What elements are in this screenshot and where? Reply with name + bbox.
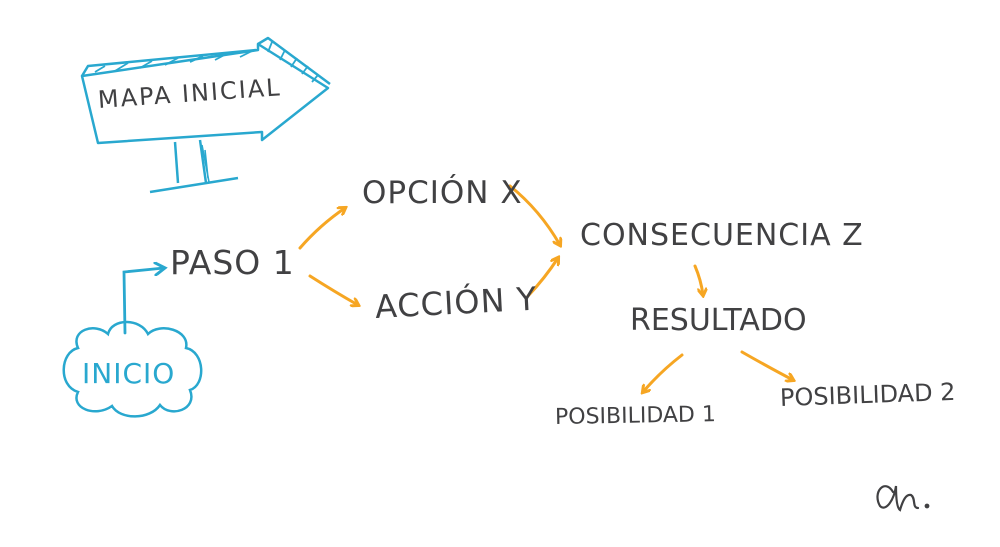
start-cloud-shape [62, 320, 203, 418]
arrow-opcion-consecuencia [508, 184, 560, 245]
node-posibilidad1: POSIBILIDAD 1 [554, 402, 717, 430]
node-resultado: RESULTADO [630, 303, 807, 338]
arrow-accion-consecuencia [526, 258, 558, 298]
arrow-paso-accion [308, 274, 358, 305]
arrow-resultado-posibilidad1 [643, 353, 684, 392]
arrow-resultado-posibilidad2 [740, 350, 793, 380]
start-arrow [122, 268, 164, 335]
arrow-paso-opcion [298, 208, 345, 250]
signature-mark [876, 485, 930, 512]
start-node-label: INICIO [82, 357, 176, 390]
node-paso: PASO 1 [170, 243, 295, 282]
arrow-consecuencia-resultado [693, 264, 703, 295]
node-opcion: OPCIÓN X [362, 175, 523, 211]
signpost-arrow-icon [80, 36, 331, 194]
node-consecuencia: CONSECUENCIA Z [580, 218, 864, 253]
